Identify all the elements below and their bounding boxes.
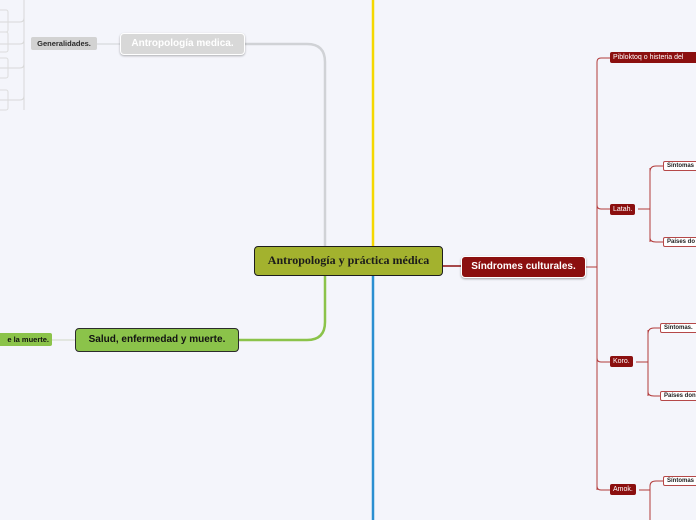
connector-koro-children [636, 327, 660, 397]
subtopic-latah[interactable]: Latah. [610, 204, 636, 215]
leaf-latah-paises[interactable]: Países do [663, 237, 696, 247]
central-topic[interactable]: Antropología y práctica médica [254, 246, 443, 276]
topic-salud-enfermedad-muerte[interactable]: Salud, enfermedad y muerte. [75, 328, 239, 352]
connector-generalidades-children [0, 0, 25, 110]
subtopic-koro[interactable]: Koro. [610, 356, 633, 367]
faint-item [0, 57, 9, 79]
subtopic-la-muerte[interactable]: e la muerte. [0, 333, 52, 346]
connector-latah-children [638, 165, 663, 243]
leaf-amok-sintomas[interactable]: Síntomas [663, 476, 696, 486]
connector-sindromes-children [596, 57, 610, 491]
subtopic-amok[interactable]: Amok. [610, 484, 636, 495]
leaf-koro-paises[interactable]: Países don [660, 391, 696, 401]
faint-item [0, 89, 9, 111]
subtopic-generalidades[interactable]: Generalidades. [31, 37, 97, 50]
connector-antropologia [245, 42, 327, 246]
connector-sindromes-trunk [586, 68, 598, 486]
connector-salud [239, 276, 327, 342]
leaf-koro-sintomas[interactable]: Síntomas. [660, 323, 696, 333]
leaf-latah-sintomas[interactable]: Síntomas [663, 161, 696, 171]
connector-amok-children [639, 480, 663, 520]
faint-item [0, 9, 9, 33]
subtopic-pibloktoq[interactable]: Pibloktoq o histeria del [610, 52, 696, 63]
faint-item [0, 31, 9, 53]
topic-antropologia-medica[interactable]: Antropología medica. [120, 33, 245, 55]
topic-sindromes-culturales[interactable]: Síndromes culturales. [461, 256, 586, 278]
